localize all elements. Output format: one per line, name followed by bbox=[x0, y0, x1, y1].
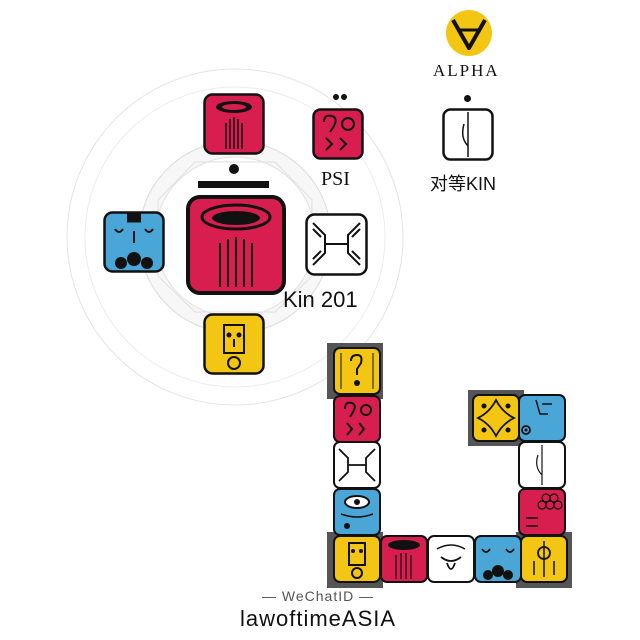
antipode-glyph bbox=[103, 211, 165, 273]
wavespell-glyph-white-2 bbox=[427, 535, 475, 583]
wavespell-glyph-yellow-bottom-right bbox=[520, 535, 568, 583]
equal-kin-label: 对等KIN bbox=[430, 170, 496, 196]
psi-dots-icon bbox=[332, 93, 348, 101]
wavespell-glyph-blue-right bbox=[518, 394, 566, 442]
kin-glyph-main bbox=[186, 195, 286, 295]
wavespell-glyph-yellow-bottom-left bbox=[333, 535, 381, 583]
occult-glyph bbox=[203, 313, 265, 375]
psi-glyph bbox=[312, 108, 364, 160]
wavespell-glyph-white-right bbox=[518, 441, 566, 489]
wechat-label: — WeChatID — bbox=[262, 588, 374, 604]
wavespell-glyph-yellow-top bbox=[333, 347, 381, 395]
guide-glyph bbox=[203, 93, 265, 155]
tone-dot-icon bbox=[229, 164, 239, 174]
tone-bar-icon bbox=[198, 181, 269, 188]
wavespell-glyph-blue-1 bbox=[333, 488, 381, 536]
wavespell-glyph-white-1 bbox=[333, 441, 381, 489]
analog-glyph bbox=[305, 213, 368, 276]
wavespell-glyph-red-2 bbox=[380, 535, 428, 583]
wavespell-glyph-red-1 bbox=[333, 395, 381, 443]
wavespell-glyph-blue-2 bbox=[474, 535, 522, 583]
wavespell-glyph-red-right bbox=[518, 488, 566, 536]
wavespell-glyph-yellow-right-top bbox=[472, 394, 520, 442]
kin-number-label: Kin 201 bbox=[283, 287, 358, 313]
equal-kin-dot-icon bbox=[464, 95, 471, 102]
account-name: lawoftimeASIA bbox=[240, 606, 396, 632]
alpha-logo bbox=[441, 8, 497, 58]
equal-kin-glyph bbox=[442, 108, 494, 161]
psi-label: PSI bbox=[321, 168, 350, 191]
alpha-label: ALPHA bbox=[433, 61, 500, 81]
